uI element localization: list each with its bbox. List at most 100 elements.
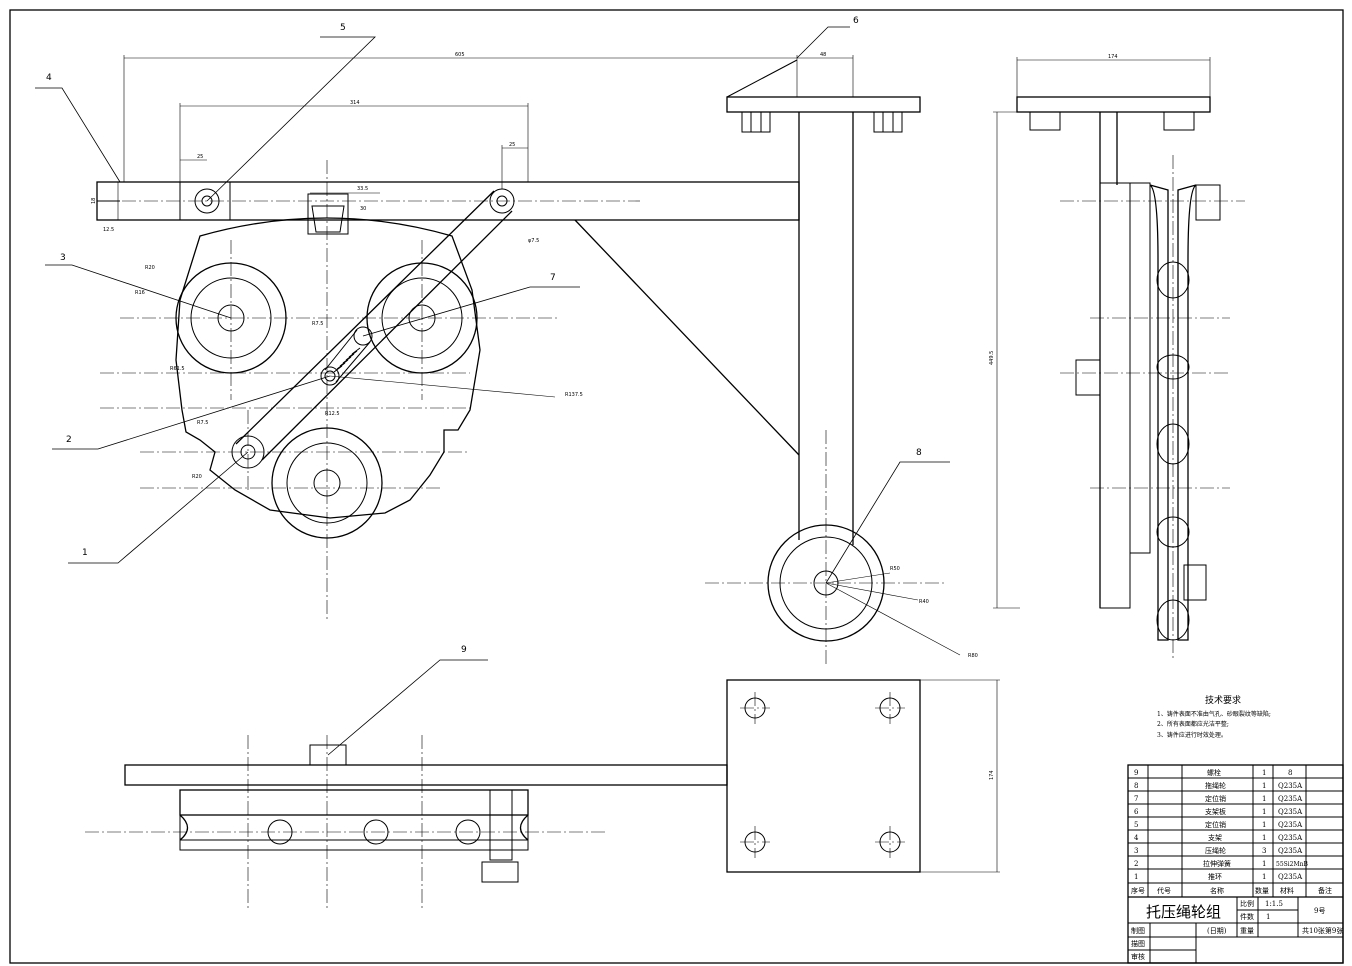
bom-row-material: Q235A <box>1278 795 1303 803</box>
balloon-6: 6 <box>853 16 859 26</box>
bom-row-material: Q235A <box>1278 821 1303 829</box>
scale-value: 1:1.5 <box>1265 900 1283 908</box>
bom-row-material: 8 <box>1288 769 1292 777</box>
top-view <box>85 679 921 910</box>
bom-header-name: 名称 <box>1210 886 1224 895</box>
dim-r16: R16 <box>135 290 145 296</box>
bom-row-seq: 5 <box>1134 821 1138 829</box>
bom-row-name: 压绳轮 <box>1205 846 1226 855</box>
balloon-3: 3 <box>60 253 66 263</box>
balloon-4: 4 <box>46 73 52 83</box>
bom-row-seq: 8 <box>1134 782 1138 790</box>
dim-25-left: 25 <box>197 154 203 160</box>
balloon-9: 9 <box>461 645 467 655</box>
bom-row-seq: 1 <box>1134 873 1138 881</box>
bom-row-qty: 1 <box>1262 860 1266 868</box>
leaders <box>35 26 950 756</box>
dim-25-right: 25 <box>509 142 515 148</box>
dim-48: 48 <box>820 52 826 58</box>
bom-row-name: 螺栓 <box>1207 768 1221 777</box>
balloon-7: 7 <box>550 273 556 283</box>
bom-header-seq: 序号 <box>1131 886 1145 895</box>
drawing-border <box>9 9 1344 964</box>
date-label: (日期) <box>1207 927 1227 935</box>
bom-header-material: 材料 <box>1280 886 1294 895</box>
bom-row-material: Q235A <box>1278 847 1303 855</box>
bom-row-qty: 1 <box>1262 795 1266 803</box>
dim-plate-width: 174 <box>1108 54 1118 60</box>
bom-table <box>1127 764 1344 964</box>
dim-r50: R50 <box>890 566 900 572</box>
dim-thickness: 18 <box>91 198 97 204</box>
bom-row-material: Q235A <box>1278 873 1303 881</box>
dim-12: 12.5 <box>103 227 114 233</box>
bom-row-qty: 1 <box>1262 769 1266 777</box>
dim-r7a: R7.5 <box>312 321 323 327</box>
dim-phi7: φ7.5 <box>528 238 539 244</box>
bom-row-seq: 7 <box>1134 795 1138 803</box>
drawn-label: 制图 <box>1131 926 1145 935</box>
title-block: 托压绳轮组 比例 1:1.5 件数 1 9号 制图 (日期) 重量 共10张第9… <box>1131 899 1343 961</box>
balloon-1: 1 <box>82 548 88 558</box>
bom-row-qty: 1 <box>1262 808 1266 816</box>
dim-r7b: R7.5 <box>197 420 208 426</box>
dim-r61: R61.5 <box>170 366 185 372</box>
bom-row-qty: 1 <box>1262 782 1266 790</box>
dim-r40: R40 <box>919 599 929 605</box>
bom-row-name: 推环 <box>1208 872 1222 881</box>
tech-item-2: 2、所有表面都应光洁平整; <box>1157 720 1229 728</box>
balloon-2: 2 <box>66 435 72 445</box>
tech-requirements: 技术要求 1、铸件表面不准由气孔、砂眼裂纹等缺陷; 2、所有表面都应光洁平整; … <box>1157 694 1271 739</box>
drawing-number: 9号 <box>1314 907 1325 915</box>
pieces-label: 件数 <box>1240 912 1254 921</box>
bom-row-qty: 1 <box>1262 834 1266 842</box>
traced-label: 描图 <box>1131 939 1145 948</box>
dim-r137: R137.5 <box>565 392 583 398</box>
scale-label: 比例 <box>1240 899 1254 908</box>
bom-header-code: 代号 <box>1157 886 1171 895</box>
dim-r12: R12.5 <box>325 411 340 417</box>
dim-overall-length: 605 <box>455 52 465 58</box>
bom-rows: 9 螺栓 1 8 8 拖绳轮 1 Q235A 7 定位销 1 Q235A 6 支… <box>1131 768 1332 895</box>
bom-row-seq: 3 <box>1134 847 1138 855</box>
bom-row-name: 拖绳轮 <box>1205 781 1226 790</box>
bom-row-name: 支架 <box>1208 833 1222 842</box>
dim-r20b: R20 <box>192 474 202 480</box>
bom-row-seq: 4 <box>1134 834 1139 842</box>
dim-r20: R20 <box>145 265 155 271</box>
side-view <box>1016 96 1245 660</box>
tech-item-3: 3、铸件应进行时效处理。 <box>1157 731 1227 739</box>
tech-title: 技术要求 <box>1205 694 1241 706</box>
bom-row-qty: 3 <box>1262 847 1266 855</box>
checked-label: 审核 <box>1131 952 1145 961</box>
front-view <box>96 160 800 620</box>
bom-row-name: 拉伸弹簧 <box>1203 859 1231 868</box>
weight-label: 重量 <box>1240 927 1254 935</box>
bom-row-material: Q235A <box>1278 834 1303 842</box>
sheet-info: 共10张第9张 <box>1302 926 1343 935</box>
bom-header-remark: 备注 <box>1318 886 1332 895</box>
bom-row-material: Q235A <box>1278 808 1303 816</box>
dim-30: 30 <box>360 206 366 212</box>
dim-height: 449.5 <box>989 351 995 365</box>
drawing-title: 托压绳轮组 <box>1146 903 1221 921</box>
bom-row-qty: 1 <box>1262 873 1266 881</box>
bom-header-qty: 数量 <box>1255 886 1269 895</box>
dim-r80: R80 <box>968 653 978 659</box>
dim-span-314: 314 <box>350 100 360 106</box>
tech-item-1: 1、铸件表面不准由气孔、砂眼裂纹等缺陷; <box>1157 710 1271 718</box>
bom-row-seq: 2 <box>1134 860 1138 868</box>
bom-row-material: 55Si2MnB <box>1276 861 1308 868</box>
bom-row-material: Q235A <box>1278 782 1303 790</box>
pieces-value: 1 <box>1266 913 1270 921</box>
bom-row-name: 定位销 <box>1205 794 1226 803</box>
column <box>705 59 945 665</box>
balloon-5: 5 <box>340 23 346 33</box>
dim-plate-height: 174 <box>989 770 995 780</box>
balloon-8: 8 <box>916 448 922 458</box>
dim-33: 33.5 <box>357 186 368 192</box>
bom-row-name: 定位销 <box>1205 820 1226 829</box>
bom-row-seq: 9 <box>1134 769 1138 777</box>
bom-row-name: 支架板 <box>1205 807 1226 816</box>
